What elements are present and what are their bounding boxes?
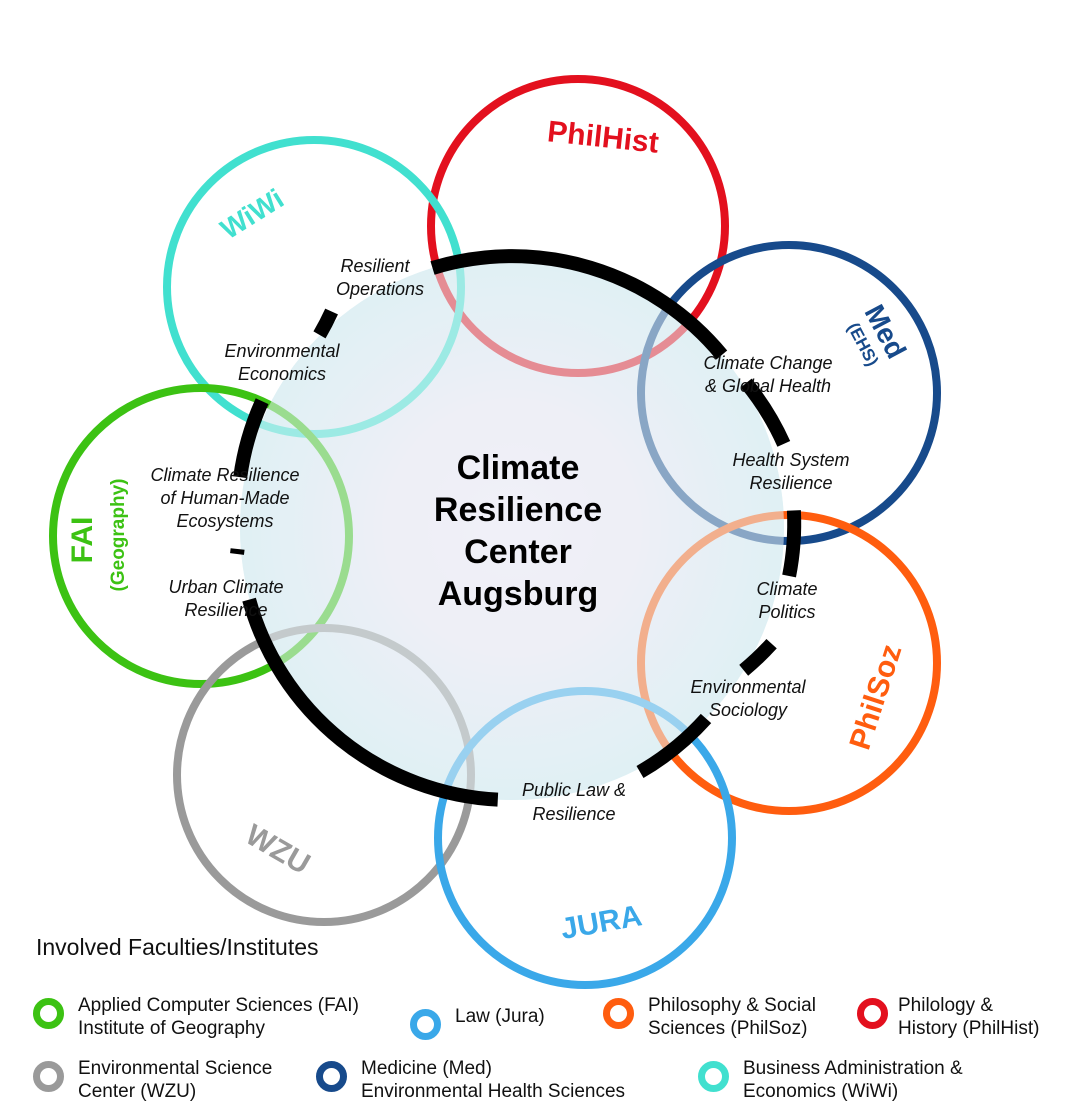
legend-label: Institute of Geography: [78, 1018, 265, 1039]
topic-human-made-ecosystems: of Human-Made: [160, 488, 289, 508]
topic-urban-climate-resilience: Urban Climate: [168, 577, 283, 597]
legend-ring-icon: [410, 1009, 441, 1040]
topic-resilient-operations: Resilient: [340, 256, 410, 276]
label-fai: FAI: [66, 517, 99, 564]
legend-label: Medicine (Med): [361, 1058, 492, 1079]
legend-item-wiwi: Business Administration & Economics (WiW…: [698, 1057, 963, 1103]
topic-health-system-resilience: Health System: [732, 450, 849, 470]
center-title-line: Center: [464, 533, 572, 571]
topic-public-law-resilience: Resilience: [532, 804, 615, 824]
legend-item-philhist: Philology & History (PhilHist): [857, 994, 1039, 1040]
center-title: Climate Resilience Center Augsburg: [434, 449, 602, 613]
legend-label: Sciences (PhilSoz): [648, 1018, 808, 1039]
topic-public-law-resilience: Public Law &: [522, 780, 626, 800]
legend-label: Law (Jura): [455, 1006, 545, 1027]
topic-environmental-sociology: Environmental: [690, 677, 806, 697]
legend-ring-icon: [33, 998, 64, 1029]
topic-climate-politics: Politics: [758, 602, 815, 622]
legend-label: Applied Computer Sciences (FAI): [78, 995, 359, 1016]
legend-ring-icon: [603, 998, 634, 1029]
center-title-line: Resilience: [434, 491, 602, 529]
label-fai-sub: (Geography): [108, 479, 129, 592]
topic-environmental-economics: Economics: [238, 364, 326, 384]
legend-item-med: Medicine (Med) Environmental Health Scie…: [316, 1057, 625, 1103]
legend-title: Involved Faculties/Institutes: [36, 934, 319, 960]
topic-climate-politics: Climate: [756, 579, 817, 599]
legend-label: Philology &: [898, 995, 994, 1016]
legend-label: Economics (WiWi): [743, 1081, 899, 1102]
center-title-line: Climate: [457, 449, 580, 487]
legend-label: History (PhilHist): [898, 1018, 1040, 1039]
legend-label: Business Administration &: [743, 1058, 963, 1079]
legend-label: Philosophy & Social: [648, 995, 816, 1016]
topic-environmental-sociology: Sociology: [709, 700, 788, 720]
legend-item-philsoz: Philosophy & Social Sciences (PhilSoz): [603, 994, 816, 1040]
legend-item-jura: Law (Jura): [410, 1005, 545, 1040]
label-philhist: PhilHist: [546, 115, 661, 159]
label-wzu: WZU: [240, 818, 316, 881]
topic-environmental-economics: Environmental: [224, 341, 340, 361]
legend-label: Center (WZU): [78, 1081, 197, 1102]
topic-resilient-operations: Operations: [336, 279, 424, 299]
center-outline: [230, 249, 802, 807]
topic-climate-change-global-health: & Global Health: [705, 376, 831, 396]
center-title-line: Augsburg: [438, 575, 599, 613]
legend-label: Environmental Health Sciences: [361, 1081, 626, 1102]
legend-ring-icon: [316, 1061, 347, 1092]
legend-ring-icon: [698, 1061, 729, 1092]
label-jura: JURA: [558, 899, 644, 946]
legend-item-fai: Applied Computer Sciences (FAI) Institut…: [33, 994, 359, 1040]
topic-urban-climate-resilience: Resilience: [184, 600, 267, 620]
topic-human-made-ecosystems: Ecosystems: [176, 511, 273, 531]
research-topics: Resilient Operations Environmental Econo…: [150, 256, 849, 824]
topic-human-made-ecosystems: Climate Resilience: [150, 465, 299, 485]
legend-label: Environmental Science: [78, 1058, 273, 1079]
label-wiwi: WiWi: [215, 183, 289, 245]
legend-item-wzu: Environmental Science Center (WZU): [33, 1057, 272, 1103]
legend-ring-icon: [857, 998, 888, 1029]
topic-health-system-resilience: Resilience: [749, 473, 832, 493]
center-overlay: [240, 256, 784, 800]
topic-climate-change-global-health: Climate Change: [703, 353, 832, 373]
legend-ring-icon: [33, 1061, 64, 1092]
label-philsoz: PhilSoz: [844, 640, 909, 753]
